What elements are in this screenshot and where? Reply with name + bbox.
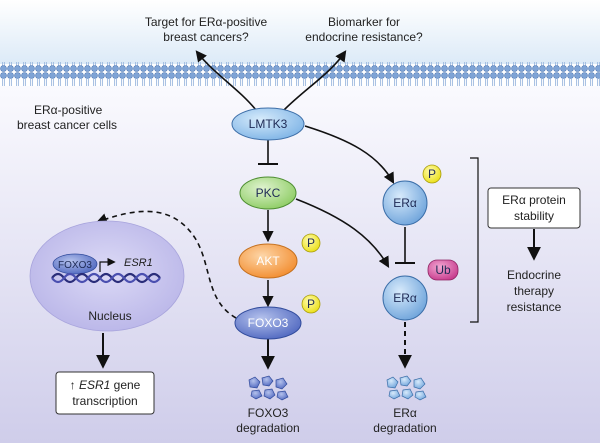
arrow-lmtk3-to-biomarker — [283, 50, 347, 111]
cell-type-label-line2: breast cancer cells — [17, 118, 117, 132]
foxo3-phospho-label: P — [307, 297, 315, 311]
resistance-line1: Endocrine — [507, 268, 561, 282]
era-phospho-node: ERα P — [382, 164, 442, 226]
nucleus-foxo3-label: FOXO3 — [58, 260, 92, 271]
resistance-line3: resistance — [507, 300, 562, 314]
promoter-arrow-icon — [99, 257, 116, 272]
akt-node: AKT P — [238, 233, 321, 279]
nucleus: FOXO3 ESR1 Nucleus — [29, 220, 185, 332]
akt-phospho-badge — [301, 233, 321, 253]
stability-box: ERα protein stability — [487, 187, 581, 229]
foxo3-label: FOXO3 — [248, 316, 289, 330]
stability-line2: stability — [514, 209, 554, 223]
extracellular-area — [0, 0, 600, 64]
pkc-label: PKC — [256, 186, 281, 200]
era-degradation-label-line2: degradation — [373, 421, 436, 435]
target-question-label: Target for ERα-positive — [145, 15, 268, 29]
lmtk3-label: LMTK3 — [249, 117, 288, 131]
era-status-bracket — [470, 157, 479, 323]
foxo3-degradation-label: FOXO3 — [248, 406, 289, 420]
stability-line1: ERα protein — [502, 193, 566, 207]
nucleus-foxo3-node — [52, 253, 98, 275]
era-degradation-label: ERα — [393, 406, 417, 420]
biomarker-question-label-line2: endocrine resistance? — [305, 30, 423, 44]
era-phospho-badge — [422, 164, 442, 184]
transcription-box: ↑ ESR1 gene transcription — [55, 371, 155, 415]
resistance-line2: therapy — [514, 284, 554, 298]
ubiquitin-label: Ub — [435, 263, 451, 277]
foxo3-degradation-label-line2: degradation — [236, 421, 299, 435]
akt-label: AKT — [256, 254, 280, 268]
arrow-lmtk3-to-era — [304, 125, 395, 184]
era-bottom-label: ERα — [393, 291, 417, 305]
dna-helix-icon — [51, 272, 161, 284]
biomarker-question-label: Biomarker for — [328, 15, 400, 29]
foxo3-node: FOXO3 P — [234, 294, 321, 340]
nucleus-label: Nucleus — [88, 309, 131, 323]
era-top-label: ERα — [393, 196, 417, 210]
arrow-lmtk3-to-target — [195, 50, 257, 111]
lmtk3-node: LMTK3 — [231, 107, 305, 141]
arrow-pkc-to-era — [295, 198, 390, 268]
foxo3-phospho-badge — [301, 294, 321, 314]
cell-type-label: ERα-positive — [34, 103, 103, 117]
era-ubiquitin-node: ERα Ub — [382, 259, 459, 321]
pkc-node: PKC — [239, 176, 297, 210]
esr1-gene-label: ESR1 — [124, 257, 153, 269]
era-phospho-label: P — [428, 167, 436, 181]
transcription-line1: ↑ ESR1 gene — [70, 378, 141, 392]
target-question-label-line2: breast cancers? — [163, 30, 249, 44]
cell-membrane — [0, 62, 600, 86]
transcription-line2: transcription — [72, 394, 137, 408]
dashed-arrow-foxo3-to-nucleus — [95, 210, 237, 319]
ubiquitin-badge — [427, 259, 459, 281]
akt-phospho-label: P — [307, 236, 315, 250]
foxo3-degradation-fragments — [248, 375, 289, 401]
era-degradation-fragments — [386, 375, 427, 401]
